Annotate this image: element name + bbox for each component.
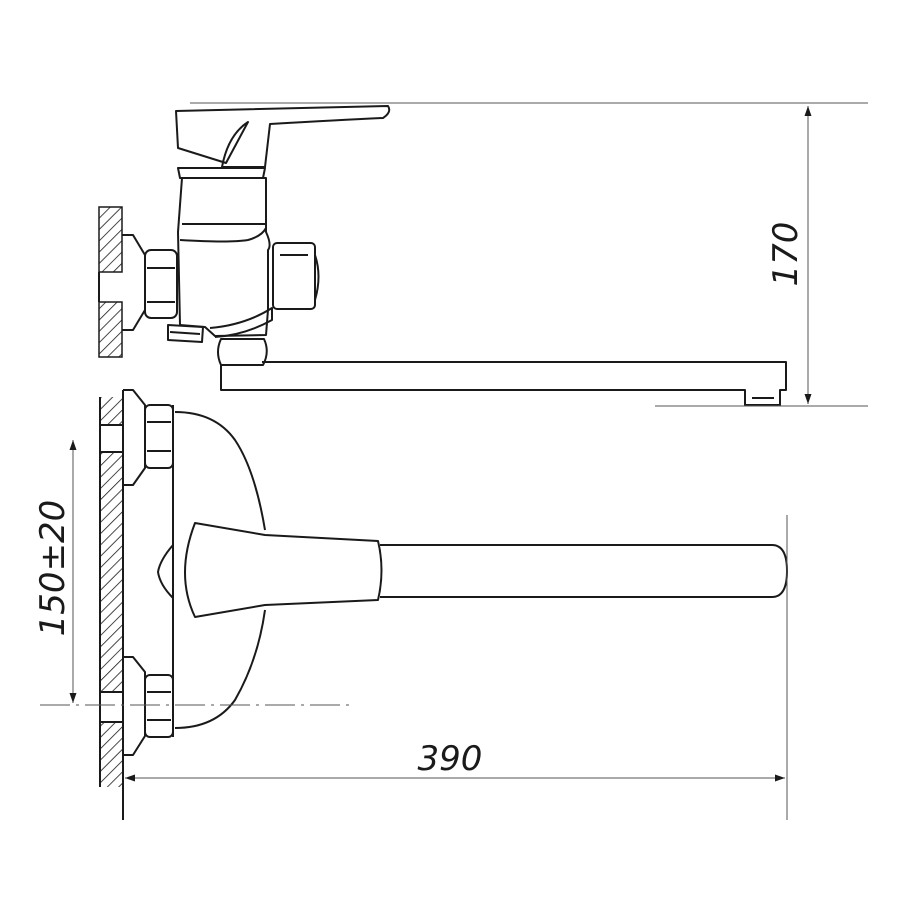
right-nut-side — [272, 242, 316, 310]
spout-side — [220, 361, 787, 406]
top-nut-front — [144, 404, 174, 469]
length-dimension: 390 — [418, 739, 483, 779]
height-dimension: 170 — [766, 222, 806, 287]
spout-collar — [217, 338, 268, 366]
wall-section-side — [98, 206, 123, 358]
diverter-knob — [167, 324, 204, 343]
bottom-flange-front — [123, 656, 146, 756]
hex-nut-side — [144, 249, 178, 319]
cartridge-cap — [177, 167, 266, 179]
wall-flange-side — [122, 234, 146, 331]
spacing-dimension: 150±20 — [33, 500, 73, 637]
front-view: 150±20 390 — [33, 389, 788, 820]
bottom-nut-front — [144, 674, 174, 738]
top-flange-front — [123, 389, 146, 486]
spout-front — [380, 544, 788, 598]
lever-handle-side — [175, 105, 391, 168]
mixer-body-side — [177, 177, 271, 337]
handle-knob-front — [157, 544, 174, 599]
side-view: 170 — [98, 102, 868, 407]
mixer-body-front — [174, 411, 266, 729]
lever-handle-front — [184, 522, 383, 618]
wall-section-front — [99, 390, 124, 820]
